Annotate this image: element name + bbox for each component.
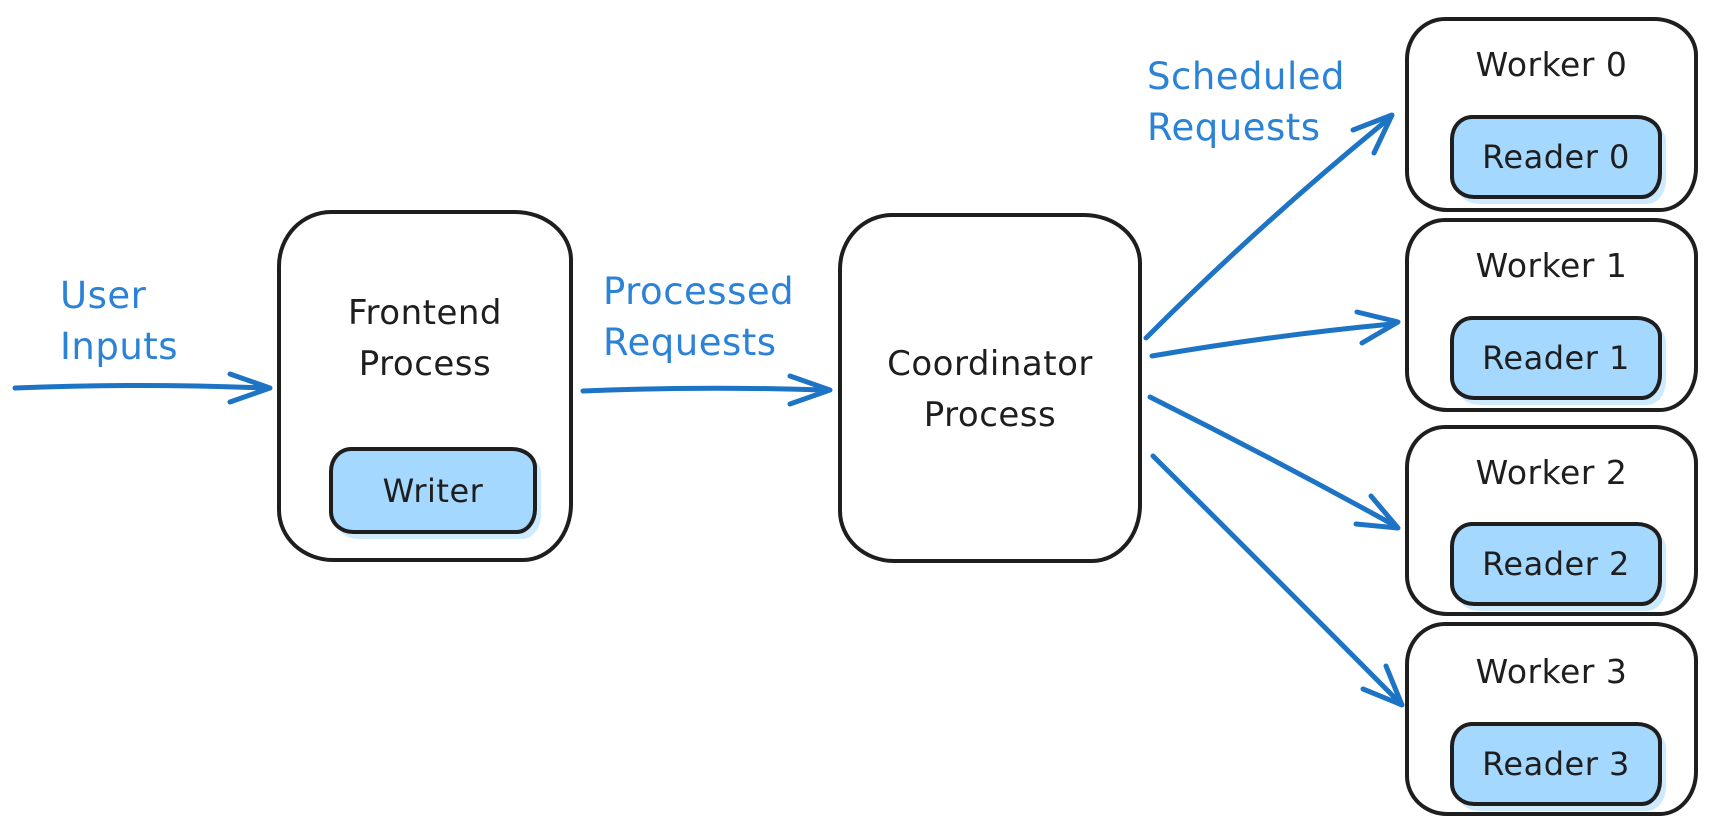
worker-2-node: Worker 2 Reader 2 bbox=[1405, 425, 1698, 616]
coordinator-process-node: Coordinator Process bbox=[838, 213, 1142, 563]
processed-requests-label-line2: Requests bbox=[603, 321, 777, 364]
user-inputs-arrow bbox=[12, 371, 273, 405]
worker-3-node: Worker 3 Reader 3 bbox=[1405, 622, 1698, 816]
user-inputs-label-line1: User bbox=[60, 274, 147, 317]
reader-1-chip-label: Reader 1 bbox=[1482, 339, 1630, 377]
processed-requests-label: Processed Requests bbox=[603, 266, 794, 368]
user-inputs-label-line2: Inputs bbox=[60, 325, 179, 368]
scheduled-requests-label-line2: Requests bbox=[1147, 106, 1321, 149]
worker-1-node: Worker 1 Reader 1 bbox=[1405, 218, 1698, 412]
reader-1-chip: Reader 1 bbox=[1450, 316, 1662, 400]
reader-0-chip-label: Reader 0 bbox=[1482, 138, 1630, 176]
frontend-process-title: Frontend Process bbox=[281, 288, 569, 390]
coordinator-process-title-line2: Process bbox=[923, 395, 1057, 435]
frontend-process-title-line1: Frontend bbox=[347, 293, 503, 333]
processed-requests-label-line1: Processed bbox=[603, 270, 795, 313]
reader-3-chip-label: Reader 3 bbox=[1482, 745, 1630, 783]
scheduled-arrow-worker-3 bbox=[1150, 453, 1405, 708]
frontend-process-node: Frontend Process Writer bbox=[277, 210, 573, 562]
writer-chip: Writer bbox=[329, 447, 537, 534]
scheduled-arrow-worker-2 bbox=[1147, 394, 1401, 531]
scheduled-requests-label-line1: Scheduled bbox=[1147, 55, 1346, 98]
frontend-process-title-line2: Process bbox=[358, 344, 492, 384]
worker-0-title: Worker 0 bbox=[1475, 45, 1628, 84]
reader-2-chip: Reader 2 bbox=[1450, 522, 1662, 606]
worker-0-node: Worker 0 Reader 0 bbox=[1405, 17, 1698, 212]
worker-2-title: Worker 2 bbox=[1475, 453, 1628, 492]
scheduled-arrow-worker-0 bbox=[1143, 112, 1395, 341]
reader-2-chip-label: Reader 2 bbox=[1482, 545, 1630, 583]
coordinator-process-title: Coordinator Process bbox=[842, 339, 1138, 441]
scheduled-requests-label: Scheduled Requests bbox=[1147, 51, 1345, 153]
coordinator-process-title-line1: Coordinator bbox=[887, 344, 1093, 384]
scheduled-arrow-worker-1 bbox=[1149, 309, 1401, 359]
worker-1-title: Worker 1 bbox=[1475, 246, 1628, 285]
processed-requests-arrow bbox=[580, 373, 833, 407]
writer-chip-label: Writer bbox=[382, 471, 484, 510]
user-inputs-label: User Inputs bbox=[60, 270, 178, 372]
reader-0-chip: Reader 0 bbox=[1450, 115, 1662, 199]
worker-3-title: Worker 3 bbox=[1475, 652, 1628, 691]
reader-3-chip: Reader 3 bbox=[1450, 722, 1662, 806]
